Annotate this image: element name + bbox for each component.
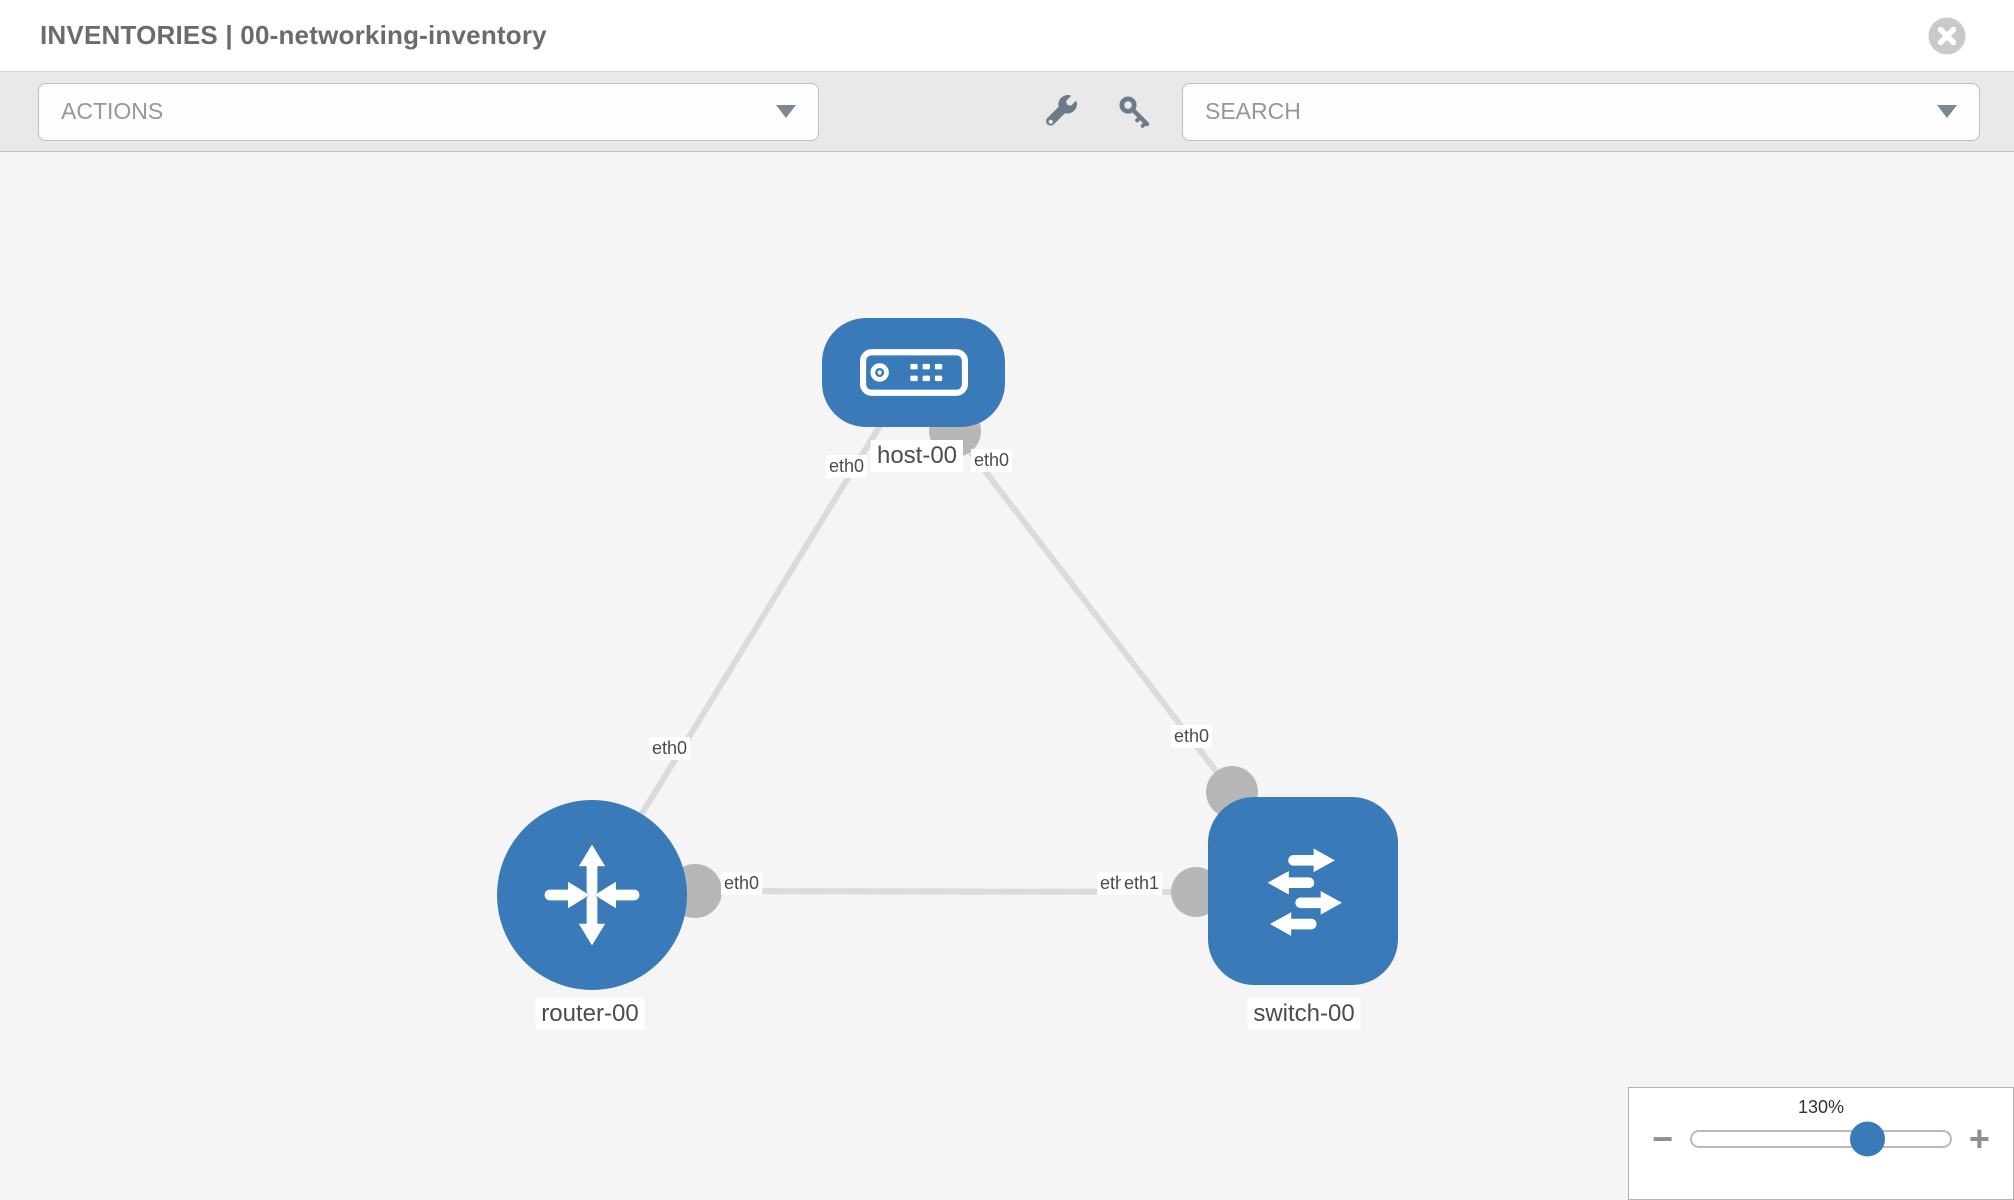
topology-links-layer — [589, 370, 1258, 918]
key-button[interactable] — [1116, 93, 1154, 131]
router-icon — [544, 844, 640, 946]
search-placeholder: SEARCH — [1205, 98, 1301, 124]
zoom-panel: 130% − + — [1628, 1087, 2014, 1200]
node-label-host-00: host-00 — [870, 440, 964, 472]
modal-header: INVENTORIES | 00-networking-inventory — [0, 0, 2014, 71]
interface-label-host-right: eth0 — [971, 449, 1013, 472]
host-icon — [859, 349, 968, 396]
wrench-icon — [1046, 94, 1077, 126]
chevron-down-icon — [1937, 105, 1957, 118]
topology-canvas[interactable]: host-00 router-00 switch-00 eth0 eth0 et… — [0, 152, 2014, 1200]
interface-label-router-right: eth0 — [721, 872, 763, 895]
zoom-slider-handle[interactable] — [1850, 1121, 1886, 1157]
interface-label-host-left: eth0 — [826, 455, 868, 478]
search-dropdown[interactable]: SEARCH — [1182, 82, 1980, 141]
actions-dropdown-label: ACTIONS — [61, 98, 164, 124]
node-label-switch-00: switch-00 — [1247, 998, 1361, 1030]
zoom-slider[interactable] — [1690, 1121, 1952, 1157]
switch-icon — [1267, 848, 1342, 936]
close-icon — [1928, 17, 1966, 54]
close-button[interactable] — [1928, 17, 1966, 55]
zoom-slider-row: − + — [1629, 1121, 2013, 1157]
node-host-00[interactable] — [822, 318, 1005, 427]
toolbar-icons — [1044, 93, 1154, 131]
zoom-in-button[interactable]: + — [1966, 1121, 1993, 1157]
toolbar: ACTIONS SEARCH — [0, 71, 2014, 152]
node-switch-00[interactable] — [1208, 797, 1398, 985]
interface-label-switch-top: eth0 — [1171, 725, 1213, 748]
chevron-down-icon — [776, 105, 796, 118]
node-router-00[interactable] — [497, 800, 687, 990]
zoom-level-value: 130% — [1797, 1097, 1845, 1117]
node-label-router-00: router-00 — [535, 998, 645, 1030]
key-icon — [1119, 95, 1150, 128]
actions-dropdown[interactable]: ACTIONS — [38, 82, 819, 141]
interface-label-switch-left-over: eth1 — [1121, 872, 1163, 895]
zoom-out-button[interactable]: − — [1649, 1121, 1676, 1157]
wrench-button[interactable] — [1044, 94, 1080, 130]
page-title: INVENTORIES | 00-networking-inventory — [40, 20, 547, 50]
interface-label-link-mid: eth0 — [649, 737, 691, 760]
